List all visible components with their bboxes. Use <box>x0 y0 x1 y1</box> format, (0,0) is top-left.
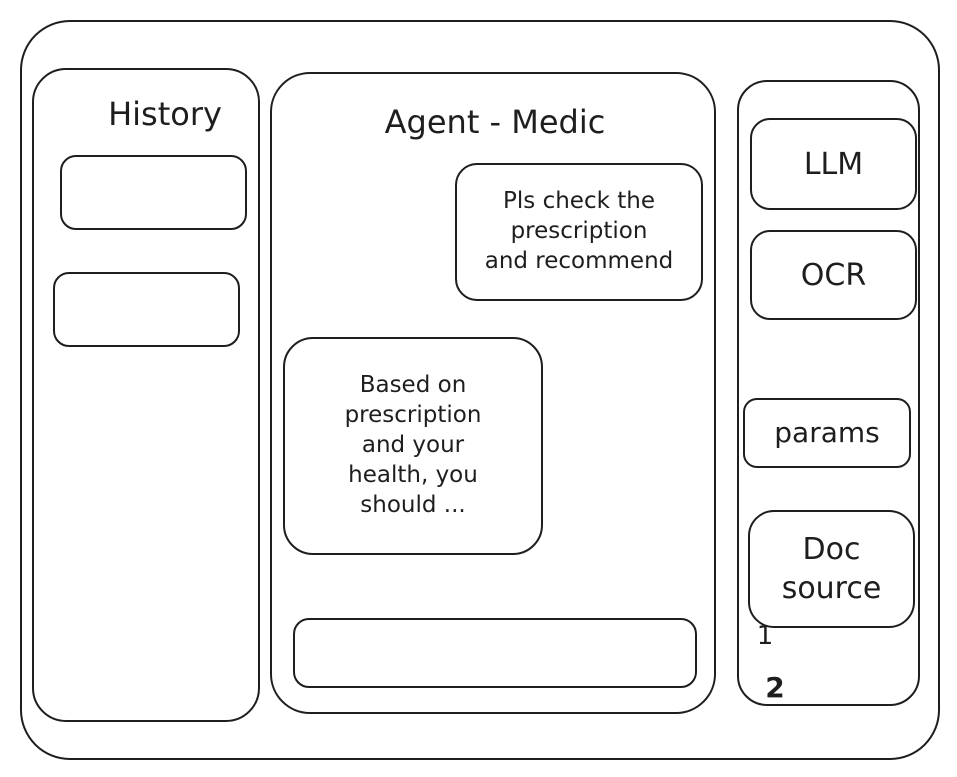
history-item[interactable] <box>53 272 240 347</box>
doc-source-item[interactable]: 2 <box>765 671 785 704</box>
doc-source-item[interactable]: 1 <box>756 621 774 651</box>
llm-button[interactable]: LLM <box>750 118 917 210</box>
history-title: History <box>108 95 222 133</box>
agent-message-bubble: Based on prescription and your health, y… <box>283 337 543 555</box>
user-message-bubble: Pls check the prescription and recommend <box>455 163 703 301</box>
params-button[interactable]: params <box>743 398 911 468</box>
chat-title: Agent - Medic <box>384 103 606 141</box>
chat-input[interactable] <box>293 618 697 688</box>
history-item[interactable] <box>60 155 247 230</box>
doc-source-button[interactable]: Doc source <box>748 510 915 628</box>
ocr-button[interactable]: OCR <box>750 230 917 320</box>
